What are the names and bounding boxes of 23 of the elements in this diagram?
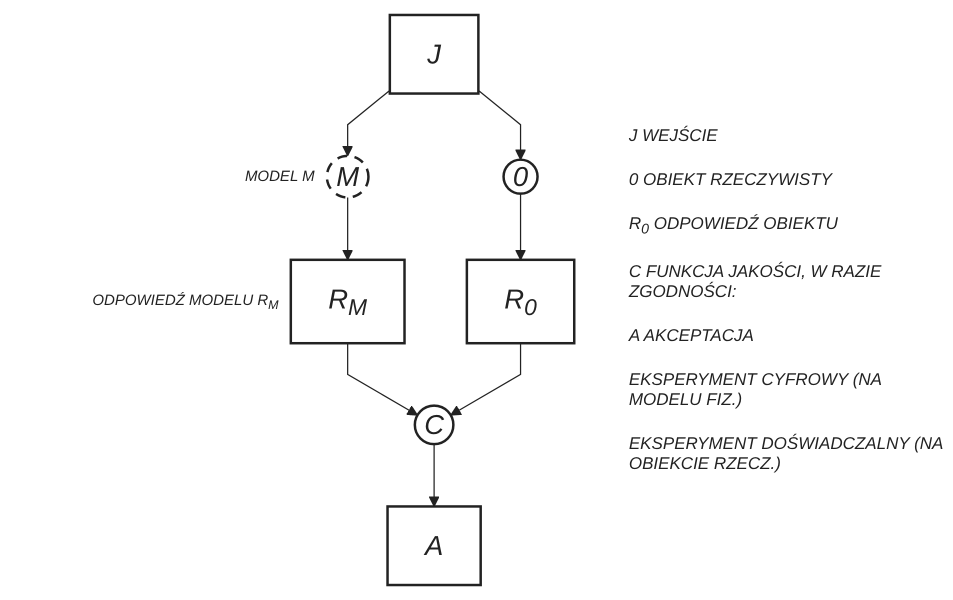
arrow [342, 197, 353, 260]
arrow [514, 194, 526, 260]
arrow [342, 90, 390, 156]
note-text: EKSPERYMENT DOŚWIADCZALNY (NA OBIEKCIE RZECZ.) [628, 434, 943, 474]
arrow [450, 343, 521, 416]
arrow [428, 444, 440, 507]
node-box: J [388, 14, 480, 95]
note-text: C FUNKCJA JAKOŚCI, W RAZIE ZGODNOŚCI: [628, 262, 882, 302]
note-text: A AKCEPTACJA [628, 326, 755, 346]
node-box: R$_{0}$ [465, 258, 576, 344]
note-text: 0 OBIEKT RZECZYWISTY [628, 170, 834, 190]
node-caption: MODEL M [244, 168, 315, 186]
node-circle: C [413, 404, 454, 446]
arrow [478, 90, 526, 160]
node-box: A [386, 505, 482, 586]
node-box: R$_{M}$ [289, 258, 406, 344]
node-caption: ODPOWIEDŹ MODELU R$_{M}$ [91, 292, 279, 312]
note-text: EKSPERYMENT CYFROWY (NA MODELU FIZ.) [628, 370, 882, 410]
node-circle: M [325, 154, 370, 199]
note-text: J WEJŚCIE [628, 126, 719, 146]
note-text: R$_{0}$ ODPOWIEDŹ OBIEKTU [628, 214, 839, 238]
node-circle: 0 [502, 158, 539, 195]
arrow [346, 343, 418, 416]
